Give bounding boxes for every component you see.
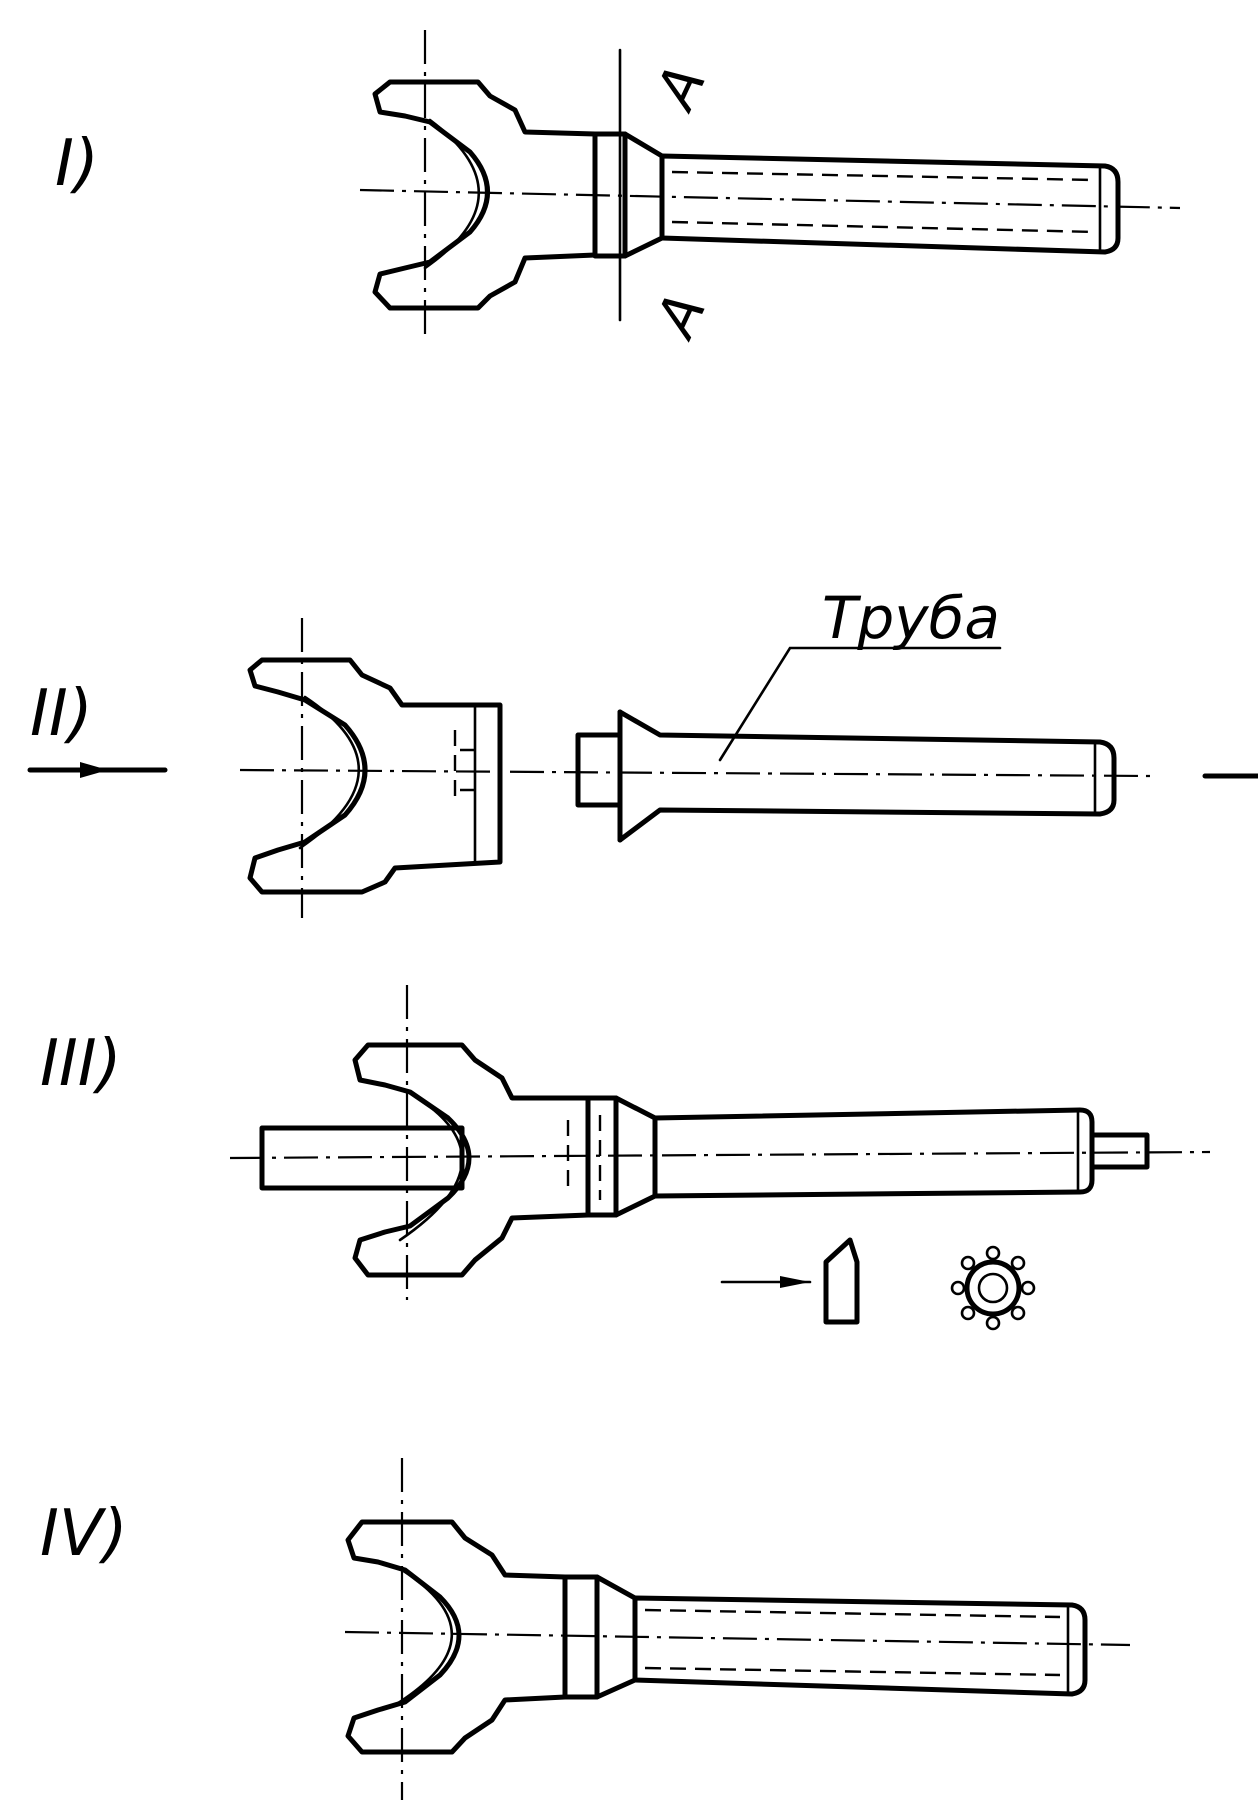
- step-1-centerline: [359, 188, 1181, 210]
- step-2-yoke-bore: [453, 730, 475, 800]
- step-1-yoke: [372, 79, 598, 311]
- step-2-tube-stub: [575, 732, 623, 808]
- step-1-yoke-eye: [423, 118, 480, 270]
- step-2-centerline: [239, 768, 1151, 778]
- step-3: III): [40, 985, 1211, 1331]
- step-1-shaft: [659, 153, 1121, 255]
- step-4-cone: [594, 1574, 638, 1700]
- step-4-centerline: [344, 1630, 1131, 1647]
- step-1: I) A A: [55, 30, 1181, 349]
- step-3-centerline: [229, 1150, 1211, 1160]
- step-3-yoke: [352, 1042, 591, 1278]
- step-2-yoke-eye: [298, 695, 361, 850]
- step-2-yoke: [247, 657, 503, 895]
- step-2-tube: [617, 709, 1117, 843]
- step-3-key: [823, 1237, 860, 1325]
- step-2: II) Труба: [27, 584, 1258, 918]
- step-1-cone: [622, 131, 665, 259]
- step-3-pin: [1089, 1132, 1150, 1170]
- step-1-section-mark-bottom: A: [643, 284, 719, 349]
- step-4-yoke: [345, 1519, 568, 1755]
- step-2-label: II): [30, 677, 93, 751]
- step-3-key-arrow-head: [780, 1276, 810, 1288]
- step-1-shaft-bore: [671, 170, 1096, 234]
- step-2-arrow-head: [80, 762, 108, 778]
- step-4-label: IV): [40, 1497, 128, 1571]
- step-3-collar-bore: [566, 1115, 602, 1200]
- step-4: IV): [40, 1458, 1131, 1800]
- step-3-shaft: [652, 1107, 1095, 1199]
- step-1-section-mark-top: A: [643, 56, 719, 121]
- step-3-label: III): [40, 1027, 122, 1101]
- step-3-yoke-eye: [398, 1090, 464, 1242]
- step-3-lock-washer: [950, 1245, 1036, 1331]
- step-1-label: I): [55, 127, 99, 201]
- step-4-collar: [562, 1574, 600, 1700]
- step-2-callout-label: Труба: [822, 584, 1000, 652]
- step-4-shaft: [632, 1595, 1088, 1697]
- step-4-yoke-eye: [393, 1568, 454, 1707]
- step-4-shaft-bore: [644, 1608, 1061, 1677]
- step-2-callout-leader: [718, 646, 1002, 762]
- step-3-cone: [613, 1095, 658, 1218]
